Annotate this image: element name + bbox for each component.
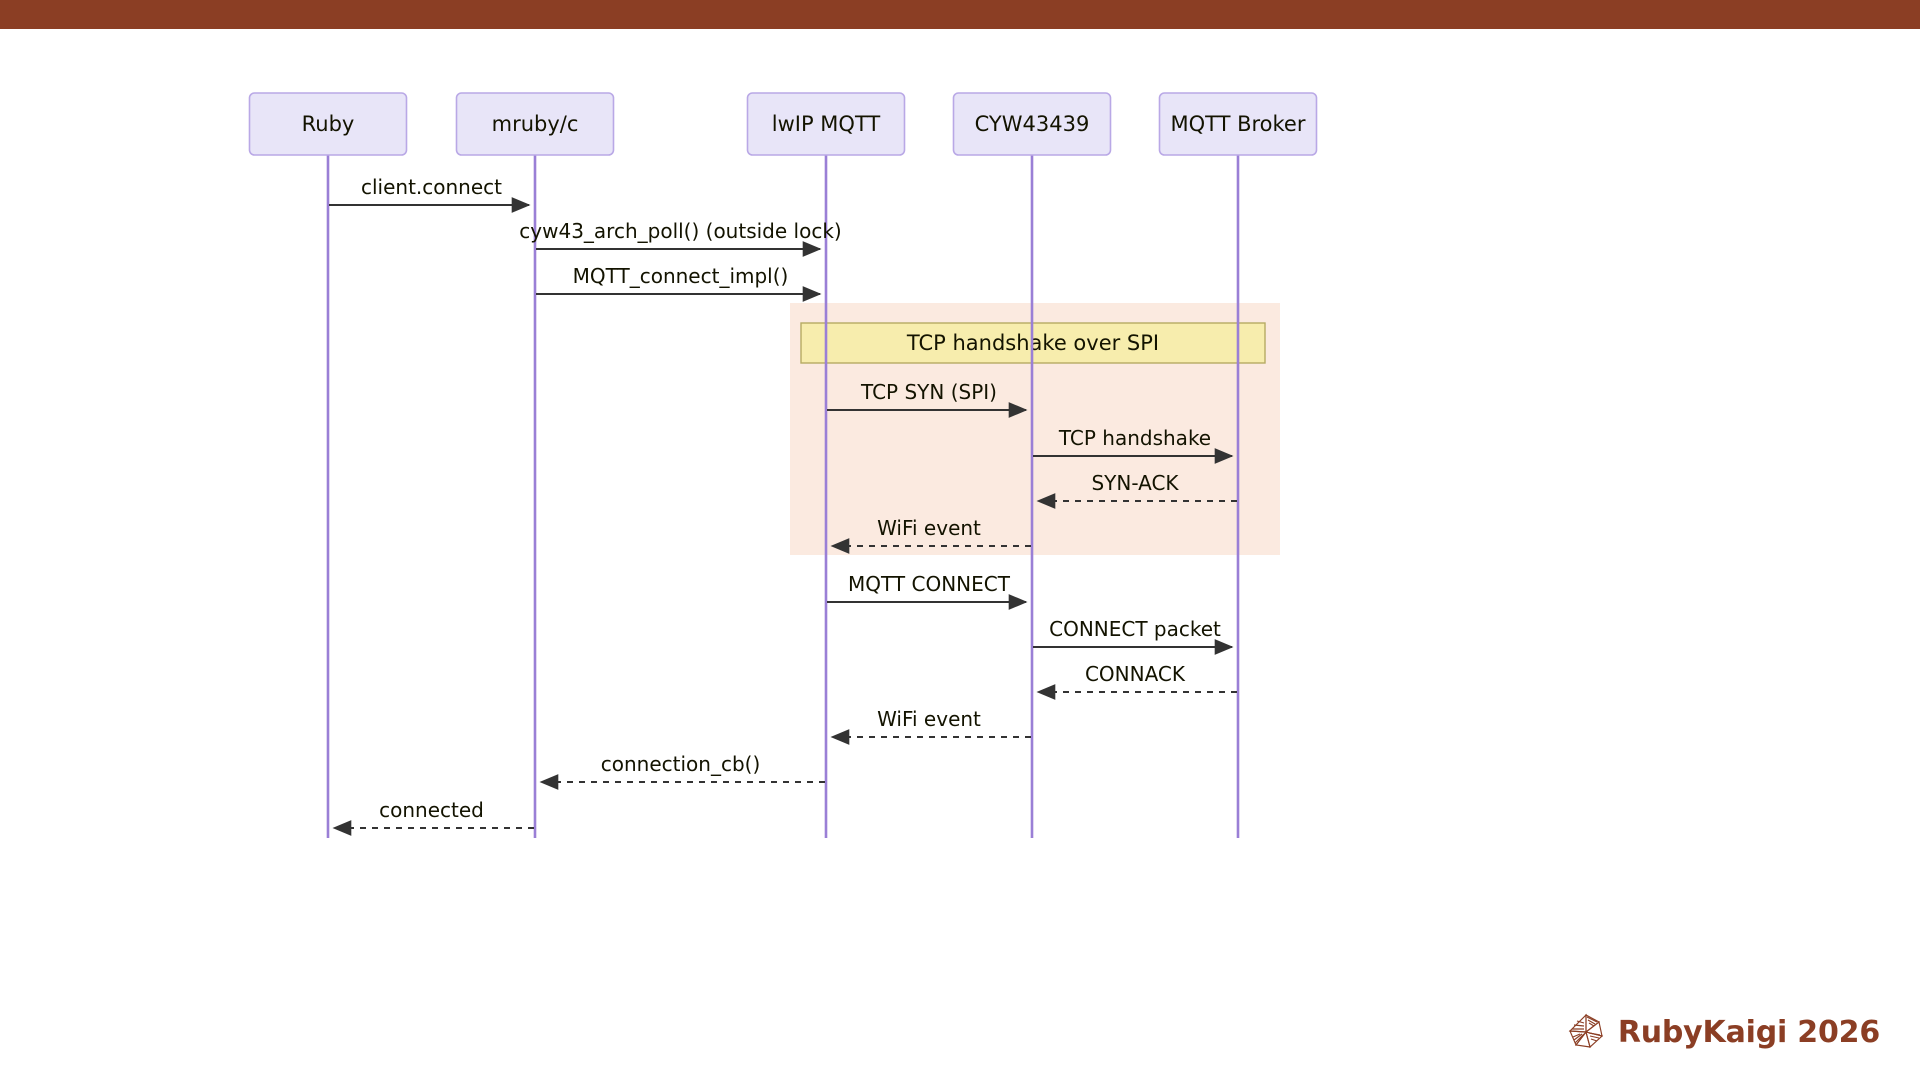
message-label: CONNECT packet [1049, 617, 1221, 641]
message-6: WiFi event [830, 516, 1031, 554]
actor-box [1158, 92, 1318, 156]
actor-label: lwIP MQTT [772, 112, 881, 136]
actor-box [746, 92, 906, 156]
message-3: TCP SYN (SPI) [827, 380, 1028, 418]
actor-broker: MQTT Broker [1158, 92, 1318, 156]
message-2: MQTT_connect_impl() [536, 264, 822, 302]
message-12: connected [332, 798, 534, 836]
lifeline-layer [326, 155, 1240, 838]
actor-label: MQTT Broker [1170, 112, 1305, 136]
message-label: client.connect [361, 175, 502, 199]
actor-lwip: lwIP MQTT [746, 92, 906, 156]
actor-label: Ruby [302, 112, 355, 136]
rubykaigi-brand-text: RubyKaigi 2026 [1617, 1014, 1880, 1050]
message-label: SYN-ACK [1091, 471, 1179, 495]
actor-box [248, 92, 408, 156]
message-7: MQTT CONNECT [827, 572, 1028, 610]
message-label: WiFi event [877, 516, 981, 540]
message-5: SYN-ACK [1036, 471, 1237, 509]
region-layer: TCP handshake over SPI [790, 303, 1280, 555]
actor-box [455, 92, 615, 156]
message-label: MQTT_connect_impl() [573, 264, 789, 288]
actor-ruby: Ruby [248, 92, 408, 156]
message-0: client.connect [329, 175, 531, 213]
message-label: TCP SYN (SPI) [860, 380, 997, 404]
message-1: cyw43_arch_poll() (outside lock) [519, 219, 842, 257]
actor-layer: Ruby mruby/c lwIP MQTT CYW43439 MQTT Broker [248, 92, 1318, 156]
actor-label: CYW43439 [975, 112, 1090, 136]
message-9: CONNACK [1036, 662, 1237, 700]
message-label: cyw43_arch_poll() (outside lock) [519, 219, 841, 243]
message-4: TCP handshake [1033, 426, 1234, 464]
message-label: WiFi event [877, 707, 981, 731]
message-10: WiFi event [830, 707, 1031, 745]
top-accent-bar [0, 0, 1920, 29]
message-label: connection_cb() [601, 752, 761, 776]
message-label: CONNACK [1085, 662, 1186, 686]
actor-cyw: CYW43439 [952, 92, 1112, 156]
message-label: TCP handshake [1058, 426, 1211, 450]
message-label: MQTT CONNECT [848, 572, 1011, 596]
rubykaigi-pinwheel-icon [1568, 1013, 1604, 1049]
actor-box [952, 92, 1112, 156]
message-11: connection_cb() [539, 752, 825, 790]
rubykaigi-footer-logo: RubyKaigi 2026 [1566, 1012, 1880, 1052]
message-8: CONNECT packet [1033, 617, 1234, 655]
actor-mrubyc: mruby/c [455, 92, 615, 156]
actor-label: mruby/c [492, 112, 579, 136]
message-label: connected [379, 798, 484, 822]
message-layer: client.connect cyw43_arch_poll() (outside… [329, 175, 1237, 836]
